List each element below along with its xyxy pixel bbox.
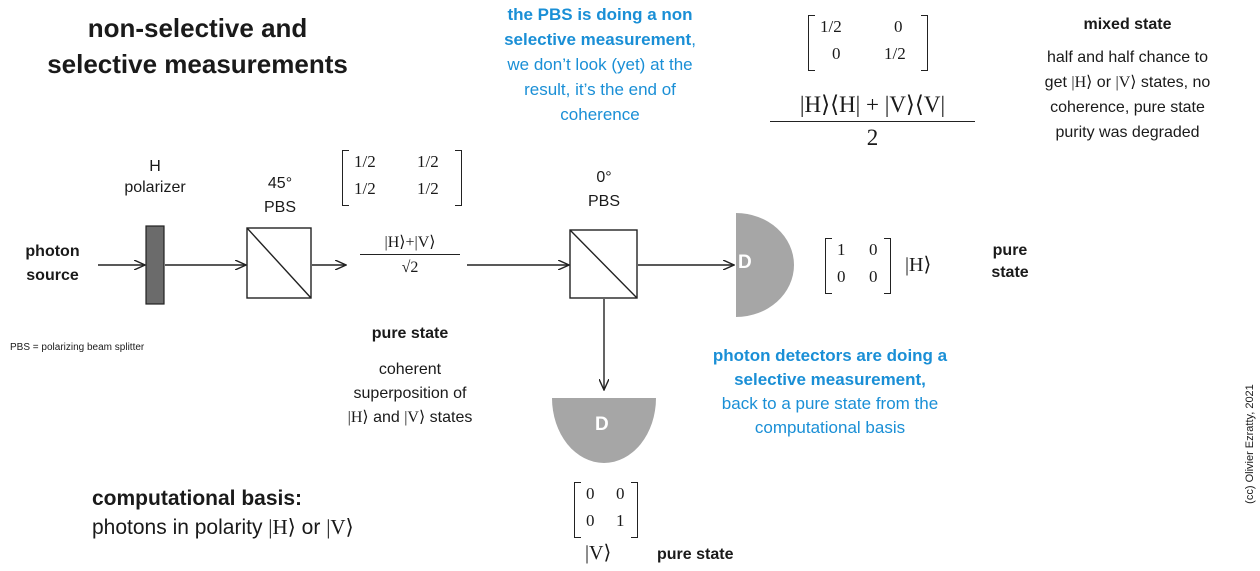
pbs-0-label: 0° PBS (564, 166, 644, 214)
superposition-density-matrix: 1/2 1/2 1/2 1/2 (342, 150, 462, 206)
pbs-45-name: PBS (263, 199, 296, 216)
matrix-cell: 0 (586, 484, 595, 503)
matrix-cell: 1/2 (354, 152, 376, 171)
photon-source-label: photon source (10, 240, 95, 288)
superposition-ket: |H⟩+|V⟩ √2 (360, 232, 460, 277)
mixed-formula-term-h: |H⟩⟨H| (799, 92, 861, 117)
pbs-0-cube (569, 229, 638, 299)
middle-ket-v: |V⟩ (404, 409, 426, 426)
pure-state-right-2: state (991, 264, 1029, 281)
detector-v-shape (552, 398, 656, 463)
matrix-cell: 0 (894, 17, 903, 36)
h-polarizer-label-1: H (149, 158, 161, 175)
pbs-45-cube (246, 227, 312, 299)
v-density-matrix: 0 0 0 1 (574, 482, 638, 538)
detector-note-line-4: computational basis (754, 418, 906, 437)
superposition-ket-denominator: √2 (401, 259, 419, 276)
pbs-note-line-4: result, it’s the end of (524, 80, 676, 99)
computational-basis-block: computational basis: photons in polarity… (92, 485, 354, 542)
mixed-state-get: get (1044, 74, 1072, 91)
h-polarizer-label: H polarizer (100, 156, 210, 198)
middle-ket-h: |H⟩ (347, 409, 369, 426)
pbs-abbreviation-note: PBS = polarizing beam splitter (10, 342, 145, 353)
pbs-non-selective-note: the PBS is doing a non selective measure… (455, 2, 745, 127)
h-polarizer-label-2: polarizer (124, 179, 186, 196)
copyright-notice: (cc) Olivier Ezratty, 2021 (1244, 384, 1256, 504)
pbs-note-line-2: selective measurement (504, 30, 692, 49)
mixed-state-description: mixed state half and half chance to get … (1005, 12, 1250, 145)
mixed-state-states-no: states, no (1136, 74, 1211, 91)
pbs-note-line-1: the PBS is doing a non (507, 5, 693, 24)
computational-basis-heading: computational basis: (92, 487, 303, 510)
pure-state-right-1: pure (992, 242, 1028, 259)
matrix-cell: 1/2 (354, 179, 376, 198)
mixed-state-line-3: coherence, pure state (1050, 99, 1205, 116)
middle-pure-state-line-1: coherent (378, 361, 442, 378)
mixed-state-line-1: half and half chance to (1046, 49, 1208, 66)
matrix-cell: 0 (869, 267, 878, 286)
photon-source-line-2: source (26, 267, 79, 284)
pure-state-bottom-label: pure state (657, 546, 734, 563)
middle-pure-state-description: pure state coherent superposition of |H⟩… (330, 322, 490, 430)
matrix-cell: 0 (869, 240, 878, 259)
detector-h-label: D (738, 252, 752, 273)
pbs-0-angle: 0° (596, 169, 612, 186)
middle-and: and (368, 409, 405, 426)
detector-note-line-3: back to a pure state from the (721, 394, 939, 413)
pbs-note-comma: , (691, 30, 696, 49)
mixed-state-heading: mixed state (1083, 16, 1172, 33)
detector-note-line-2: selective measurement, (734, 370, 926, 389)
title-line-1: non-selective and (87, 13, 308, 43)
mixed-formula-denominator: 2 (866, 125, 879, 150)
matrix-cell: 1/2 (417, 152, 439, 171)
pbs-0-name: PBS (587, 193, 620, 210)
matrix-cell: 0 (616, 484, 625, 503)
mixed-density-matrix: 1/2 0 0 1/2 (808, 15, 928, 71)
superposition-ket-numerator: |H⟩+|V⟩ (360, 232, 460, 255)
pbs-note-line-3: we don’t look (yet) at the (507, 55, 693, 74)
detector-selective-note: photon detectors are doing a selective m… (680, 344, 980, 440)
h-polarizer (145, 225, 165, 305)
computational-basis-or: or (295, 516, 327, 539)
mixed-state-ket-v: |V⟩ (1115, 74, 1137, 91)
middle-pure-state-heading: pure state (371, 325, 449, 342)
mixed-formula-term-v: + |V⟩⟨V| (866, 92, 946, 117)
pbs-45-label: 45° PBS (240, 172, 320, 220)
matrix-cell: 1/2 (820, 17, 842, 36)
v-ket: |V⟩ (585, 542, 612, 564)
computational-basis-ket-v: |V⟩ (326, 515, 354, 539)
mixed-state-line-4: purity was degraded (1055, 124, 1200, 141)
matrix-cell: 1 (837, 240, 846, 259)
pure-state-right-label: pure state (975, 240, 1045, 284)
photon-source-line-1: photon (25, 243, 80, 260)
matrix-cell: 0 (586, 511, 595, 530)
title-line-2: selective measurements (47, 49, 348, 79)
mixed-state-formula: |H⟩⟨H| + |V⟩⟨V| 2 (770, 92, 975, 151)
matrix-cell: 1 (616, 511, 625, 530)
detector-v-label: D (595, 414, 609, 435)
pbs-45-angle: 45° (267, 175, 293, 192)
matrix-cell: 1/2 (417, 179, 439, 198)
matrix-cell: 0 (832, 44, 841, 63)
middle-states: states (425, 409, 473, 426)
h-ket: |H⟩ (905, 254, 932, 276)
pbs-note-line-5: coherence (560, 105, 640, 124)
detector-h-shape (736, 213, 794, 317)
page-title: non-selective and selective measurements (20, 10, 375, 82)
computational-basis-ket-h: |H⟩ (268, 515, 296, 539)
matrix-cell: 0 (837, 267, 846, 286)
mixed-state-or: or (1092, 74, 1116, 91)
mixed-state-ket-h: |H⟩ (1071, 74, 1093, 91)
matrix-cell: 1/2 (884, 44, 906, 63)
detector-note-line-1: photon detectors are doing a (712, 346, 948, 365)
middle-pure-state-line-2: superposition of (353, 385, 467, 402)
computational-basis-text: photons in polarity (92, 516, 269, 539)
h-density-matrix: 1 0 0 0 (825, 238, 891, 294)
